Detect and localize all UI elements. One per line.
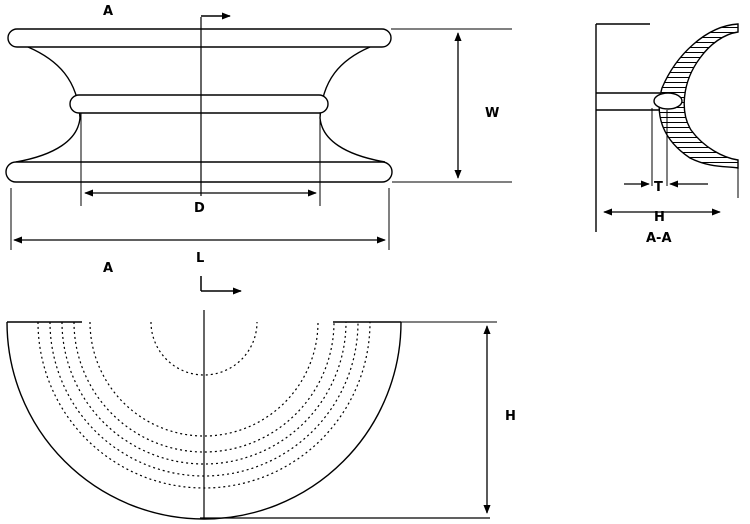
- bottom-flange: [5, 161, 393, 183]
- section-title-label: A-A: [646, 231, 672, 246]
- left-concave-profile: [15, 46, 81, 163]
- section-mark-bottom-label: A: [103, 261, 113, 276]
- diameter-label: D: [194, 201, 205, 216]
- length-label: L: [196, 251, 204, 266]
- top-flange: [7, 28, 392, 48]
- thickness-label: T: [654, 180, 663, 195]
- right-concave-profile: [319, 46, 386, 163]
- section-view: [595, 23, 739, 232]
- width-label: W: [485, 106, 499, 121]
- section-mark-top-label: A: [103, 4, 113, 19]
- section-crescent: [658, 23, 739, 169]
- bottom-view: [6, 310, 497, 520]
- section-lip: [653, 92, 683, 110]
- hidden-arcs: [37, 321, 371, 489]
- height-section-label: H: [654, 210, 665, 225]
- height-bottom-label: H: [505, 409, 516, 424]
- middle-ring: [69, 94, 329, 114]
- front-view: [5, 17, 512, 250]
- section-arrow-bottom: [200, 276, 242, 295]
- outer-semicircle: [6, 321, 402, 520]
